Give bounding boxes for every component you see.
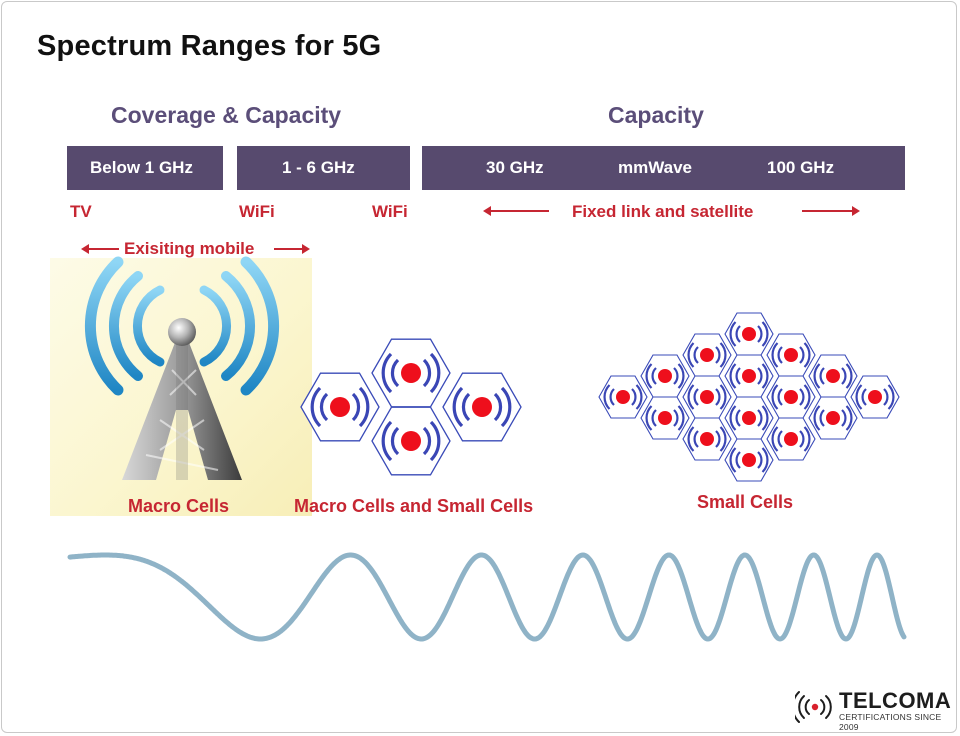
band-mmwave-label: mmWave xyxy=(618,158,693,177)
use-wifi-1: WiFi xyxy=(239,202,275,221)
logo-tagline: CERTIFICATIONS SINCE 2009 xyxy=(839,712,942,732)
band-1-6ghz-label: 1 - 6 GHz xyxy=(282,158,355,177)
heading-coverage-capacity: Coverage & Capacity xyxy=(111,102,342,128)
use-wifi-2: WiFi xyxy=(372,202,408,221)
hexagon-cell-icon xyxy=(370,405,452,477)
telcoma-logo: TELCOMA CERTIFICATIONS SINCE 2009 xyxy=(795,688,955,732)
frequency-wave-icon xyxy=(67,552,907,642)
band-30ghz-label: 30 GHz xyxy=(486,158,544,177)
use-existing-mobile: Exisiting mobile xyxy=(124,239,255,258)
hexagon-cell-icon xyxy=(765,332,817,378)
arrow-left-icon xyxy=(483,206,549,216)
hexagon-cell-icon xyxy=(639,395,691,441)
hexagon-cell-icon xyxy=(681,332,733,378)
telcoma-signal-icon xyxy=(795,691,832,723)
page-title: Spectrum Ranges for 5G xyxy=(37,30,382,62)
hexagon-cell-icon xyxy=(299,371,381,443)
caption-macro-cells: Macro Cells xyxy=(128,496,230,516)
hexagon-cell-icon xyxy=(807,353,859,399)
arrow-right-icon xyxy=(274,244,310,254)
arrow-right-icon xyxy=(802,206,860,216)
cell-tower-icon xyxy=(84,256,280,480)
caption-macro-small-cells: Macro Cells and Small Cells xyxy=(294,496,534,516)
caption-small-cells: Small Cells xyxy=(697,492,794,512)
hexagon-cell-icon xyxy=(765,416,817,462)
hexagon-cell-icon xyxy=(639,353,691,399)
heading-capacity: Capacity xyxy=(608,102,704,128)
hexagon-cell-icon xyxy=(681,416,733,462)
band-below-1ghz: Below 1 GHz xyxy=(67,146,223,190)
small-cells-cluster xyxy=(597,311,901,483)
use-fixed-link-satellite: Fixed link and satellite xyxy=(572,202,754,221)
hexagon-cell-icon xyxy=(723,311,775,357)
hexagon-cell-icon xyxy=(441,371,523,443)
band-mmwave: 30 GHz mmWave 100 GHz xyxy=(422,146,905,190)
hexagon-cell-icon xyxy=(723,395,775,441)
hexagon-cell-icon xyxy=(597,374,649,420)
hexagon-cell-icon xyxy=(723,353,775,399)
hexagon-cell-icon xyxy=(723,437,775,483)
logo-name: TELCOMA xyxy=(839,688,952,713)
band-100ghz-label: 100 GHz xyxy=(767,158,835,177)
band-below-1ghz-label: Below 1 GHz xyxy=(90,158,193,177)
hexagon-cell-icon xyxy=(681,374,733,420)
band-1-6ghz: 1 - 6 GHz xyxy=(237,146,410,190)
hexagon-cell-icon xyxy=(370,337,452,409)
hexagon-cell-icon xyxy=(807,395,859,441)
use-tv: TV xyxy=(70,202,92,221)
arrow-left-icon xyxy=(81,244,119,254)
hexagon-cell-icon xyxy=(849,374,901,420)
hexagon-cell-icon xyxy=(765,374,817,420)
macro-small-cells-cluster xyxy=(299,337,523,477)
